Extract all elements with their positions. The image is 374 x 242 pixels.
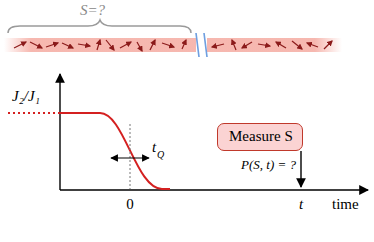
width-arrow bbox=[111, 157, 149, 158]
spin-arrows bbox=[14, 40, 332, 51]
break-line bbox=[204, 33, 207, 57]
curve-dotted bbox=[8, 112, 60, 114]
quench-curve bbox=[60, 113, 170, 189]
tick-label: 0 bbox=[126, 196, 134, 213]
axis-label: time bbox=[332, 196, 359, 213]
probability-label: P(S, t) = ? bbox=[241, 158, 296, 172]
break-line bbox=[196, 33, 199, 57]
brace bbox=[8, 20, 191, 33]
time-marker bbox=[130, 124, 131, 189]
y-axis bbox=[59, 74, 60, 190]
width-label: t bbox=[152, 139, 156, 156]
box-text: Measure S bbox=[229, 128, 291, 145]
subscript-label: Q bbox=[157, 149, 164, 160]
chain-break bbox=[196, 33, 207, 58]
process-box: Measure S bbox=[217, 123, 303, 151]
axis-label: J₂/J₁ bbox=[12, 88, 40, 105]
measure-arrow bbox=[300, 151, 301, 187]
question-label: S=? bbox=[80, 2, 105, 19]
x-axis bbox=[60, 189, 368, 190]
spin-chain bbox=[4, 38, 342, 52]
tick-label: t bbox=[299, 196, 303, 213]
